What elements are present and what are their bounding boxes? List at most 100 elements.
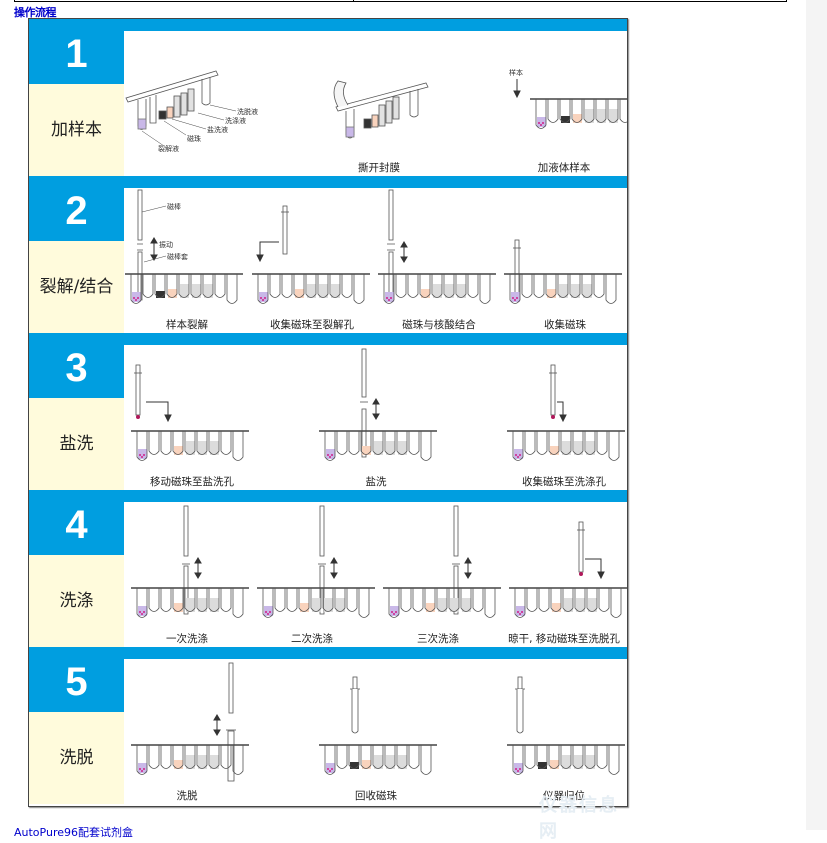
well-liquid: [295, 289, 304, 298]
well: [559, 99, 571, 123]
sample-dot: [329, 456, 331, 458]
well-liquid: [326, 763, 335, 773]
sample-dot: [264, 297, 266, 299]
tube-plate: [252, 273, 370, 304]
sample-dot: [141, 613, 143, 615]
rod-sleeve: [281, 205, 289, 255]
well-liquid: [583, 284, 592, 298]
double-arrow-icon: [372, 398, 380, 420]
well: [346, 588, 358, 612]
well-liquid: [386, 441, 395, 455]
well: [388, 588, 400, 618]
panel-caption: 磁珠与核酸结合: [402, 319, 476, 331]
sample-dot: [329, 770, 331, 772]
tube-plate: [319, 744, 437, 775]
well-liquid: [574, 755, 583, 769]
well: [607, 99, 619, 123]
well: [305, 274, 317, 298]
sample-dot: [141, 770, 143, 772]
kit-link[interactable]: AutoPure96配套试剂盒: [14, 826, 133, 839]
step-4: 4 洗涤 一次洗涤 二次洗涤 三次洗涤 晾干, 移动磁珠至洗脱孔: [29, 490, 627, 647]
well: [524, 745, 536, 769]
panel-caption: 收集磁珠至裂解孔: [270, 319, 354, 331]
step-bar: [29, 333, 627, 345]
panel-caption: 仪器归位: [543, 790, 585, 802]
well-liquid: [586, 441, 595, 455]
well-liquid: [385, 292, 394, 302]
well-liquid: [138, 449, 147, 459]
well: [336, 745, 348, 769]
well: [130, 274, 142, 304]
label-lysis: 裂解液: [158, 145, 179, 153]
step-bar: [29, 176, 627, 188]
workflow-figure: 1 加样本: [28, 18, 628, 842]
well-liquid: [198, 755, 207, 769]
well: [281, 274, 293, 298]
well: [605, 274, 617, 304]
well: [595, 99, 607, 123]
well-liquid: [174, 603, 183, 612]
well: [262, 588, 274, 618]
well: [190, 274, 202, 298]
panel-caption: 晾干, 移动磁珠至洗脱孔: [508, 633, 620, 645]
well: [547, 99, 559, 123]
well: [407, 274, 419, 298]
well-liquid: [438, 598, 447, 612]
sample-dot: [143, 454, 145, 456]
well: [443, 274, 455, 298]
well: [536, 745, 548, 769]
well-liquid: [516, 606, 525, 616]
well: [571, 99, 583, 123]
well: [396, 745, 408, 769]
well-liquid: [450, 598, 459, 612]
leader-line: [141, 130, 165, 147]
well-liquid: [198, 441, 207, 455]
top-table-border: [14, 0, 787, 2]
well: [232, 588, 244, 618]
well-liquid: [174, 446, 183, 455]
double-arrow-icon: [194, 557, 202, 579]
step-illustration: [131, 662, 625, 782]
leader-line: [197, 112, 225, 121]
well: [384, 745, 396, 769]
sample-dot: [135, 299, 137, 301]
well-liquid: [174, 760, 183, 769]
well: [436, 588, 448, 612]
well-liquid: [421, 289, 430, 298]
well-liquid: [138, 606, 147, 616]
tube-plate: [504, 273, 622, 304]
well: [533, 274, 545, 298]
well: [360, 431, 372, 455]
well: [341, 274, 353, 298]
step-number: 2: [29, 176, 124, 241]
step-name: 洗脱: [29, 712, 124, 804]
sample-dot: [143, 768, 145, 770]
well: [232, 745, 244, 775]
well: [514, 588, 526, 618]
step-5: 5 洗脱 洗脱 回收磁珠 仪器归位: [29, 647, 627, 804]
well: [372, 745, 384, 769]
label-elution: 洗脱液: [237, 108, 258, 116]
sample-dot: [514, 299, 516, 301]
well: [196, 745, 208, 769]
well-liquid: [186, 441, 195, 455]
watermark: 仪器信息网: [539, 795, 619, 842]
step-name: 盐洗: [29, 398, 124, 490]
well: [196, 588, 208, 612]
well: [581, 274, 593, 298]
step-content: 磁棒 振动 磁棒套 样本裂解 收集磁珠至裂解孔 磁珠与核酸结合 收集磁珠: [124, 188, 627, 333]
well-liquid: [186, 755, 195, 769]
well-liquid: [511, 292, 520, 302]
well: [232, 431, 244, 461]
tube-plate: [507, 430, 625, 461]
well: [572, 745, 584, 769]
well-liquid: [514, 449, 523, 459]
well-liquid: [426, 603, 435, 612]
well-liquid: [210, 441, 219, 455]
well-liquid: [186, 598, 195, 612]
panel-caption: 洗脱: [176, 790, 198, 802]
well: [557, 274, 569, 298]
well: [548, 431, 560, 455]
well-liquid: [559, 284, 568, 298]
well: [208, 745, 220, 769]
